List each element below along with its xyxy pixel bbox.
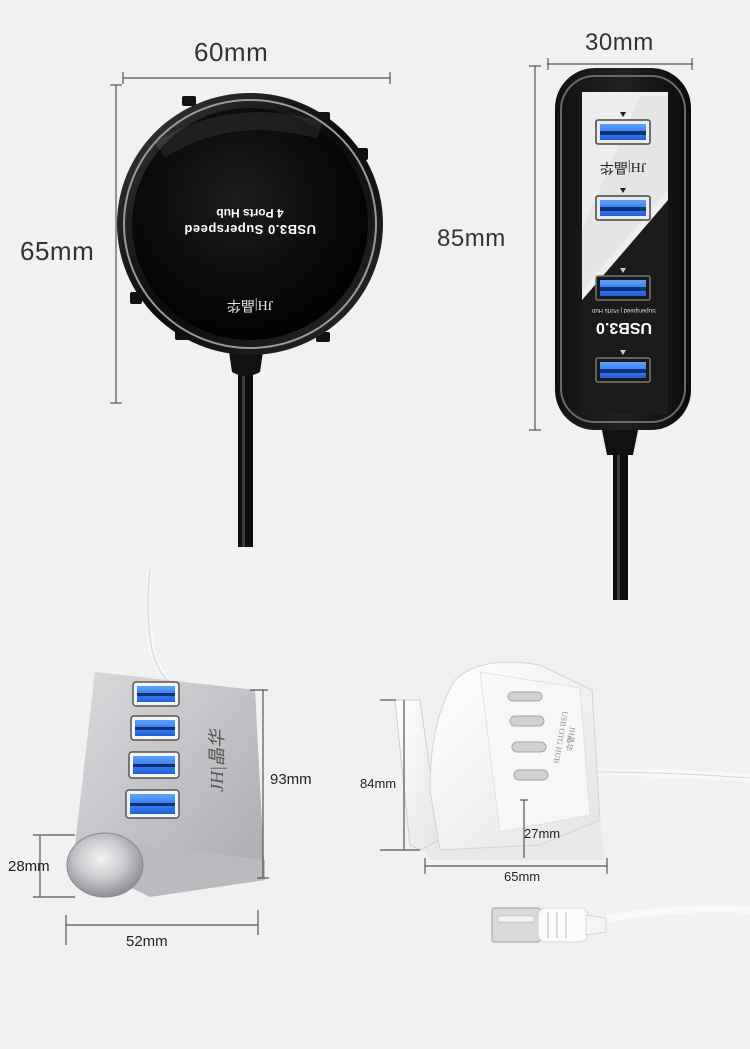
round-hub xyxy=(110,72,391,547)
stand-hub-width-label: 65mm xyxy=(504,869,541,884)
usb-c-port xyxy=(511,741,547,753)
usb-port xyxy=(595,112,651,145)
alu-hub-width-label: 52mm xyxy=(126,933,168,950)
round-hub-glass-face xyxy=(132,108,368,340)
round-hub-width-label: 60mm xyxy=(194,37,269,67)
bar-hub-brand: JH|晶华 xyxy=(599,159,647,174)
phone-stand-lip xyxy=(394,699,441,851)
hub-cable xyxy=(589,768,750,782)
usb-a-plug xyxy=(491,905,750,943)
bar-hub-height-label: 85mm xyxy=(437,225,506,252)
usb-port xyxy=(595,188,651,221)
stand-hub xyxy=(380,661,750,943)
face-line-2: 4 Ports Hub xyxy=(216,206,284,220)
usb-c-port xyxy=(509,715,545,727)
bar-hub xyxy=(529,58,693,600)
alu-hub-brand: JH|晶华 xyxy=(207,730,227,792)
usb-port xyxy=(595,268,651,301)
bar-hub-width-label: 30mm xyxy=(585,29,654,56)
aluminum-hub xyxy=(33,569,269,945)
alu-hub-height-label: 93mm xyxy=(270,771,312,788)
stand-hub-inner-label: 27mm xyxy=(524,826,561,841)
face-line-1: USB3.0 Superspeed xyxy=(183,222,317,237)
hub-cable xyxy=(613,430,628,600)
round-hub-height-label: 65mm xyxy=(20,236,95,266)
bar-hub-face-title: USB3.0 xyxy=(595,319,653,336)
hub-cable xyxy=(238,355,253,547)
usb-c-port xyxy=(513,769,549,781)
aluminum-hub-end-cap xyxy=(67,833,143,897)
usb-port xyxy=(595,350,651,383)
round-hub-face-text: USB3.0 Superspeed 4 Ports Hub xyxy=(160,206,340,237)
usb-port xyxy=(128,751,180,779)
usb-port xyxy=(132,681,180,707)
usb-port xyxy=(125,789,180,819)
bar-hub-face-sub: Superspeed | Ports Hub xyxy=(592,307,656,313)
alu-hub-depth-label: 28mm xyxy=(8,858,50,875)
stand-hub-height-label: 84mm xyxy=(360,776,397,791)
usb-port xyxy=(130,715,180,741)
usb-c-port xyxy=(507,691,543,702)
round-hub-brand: JH|晶华 xyxy=(226,297,274,312)
